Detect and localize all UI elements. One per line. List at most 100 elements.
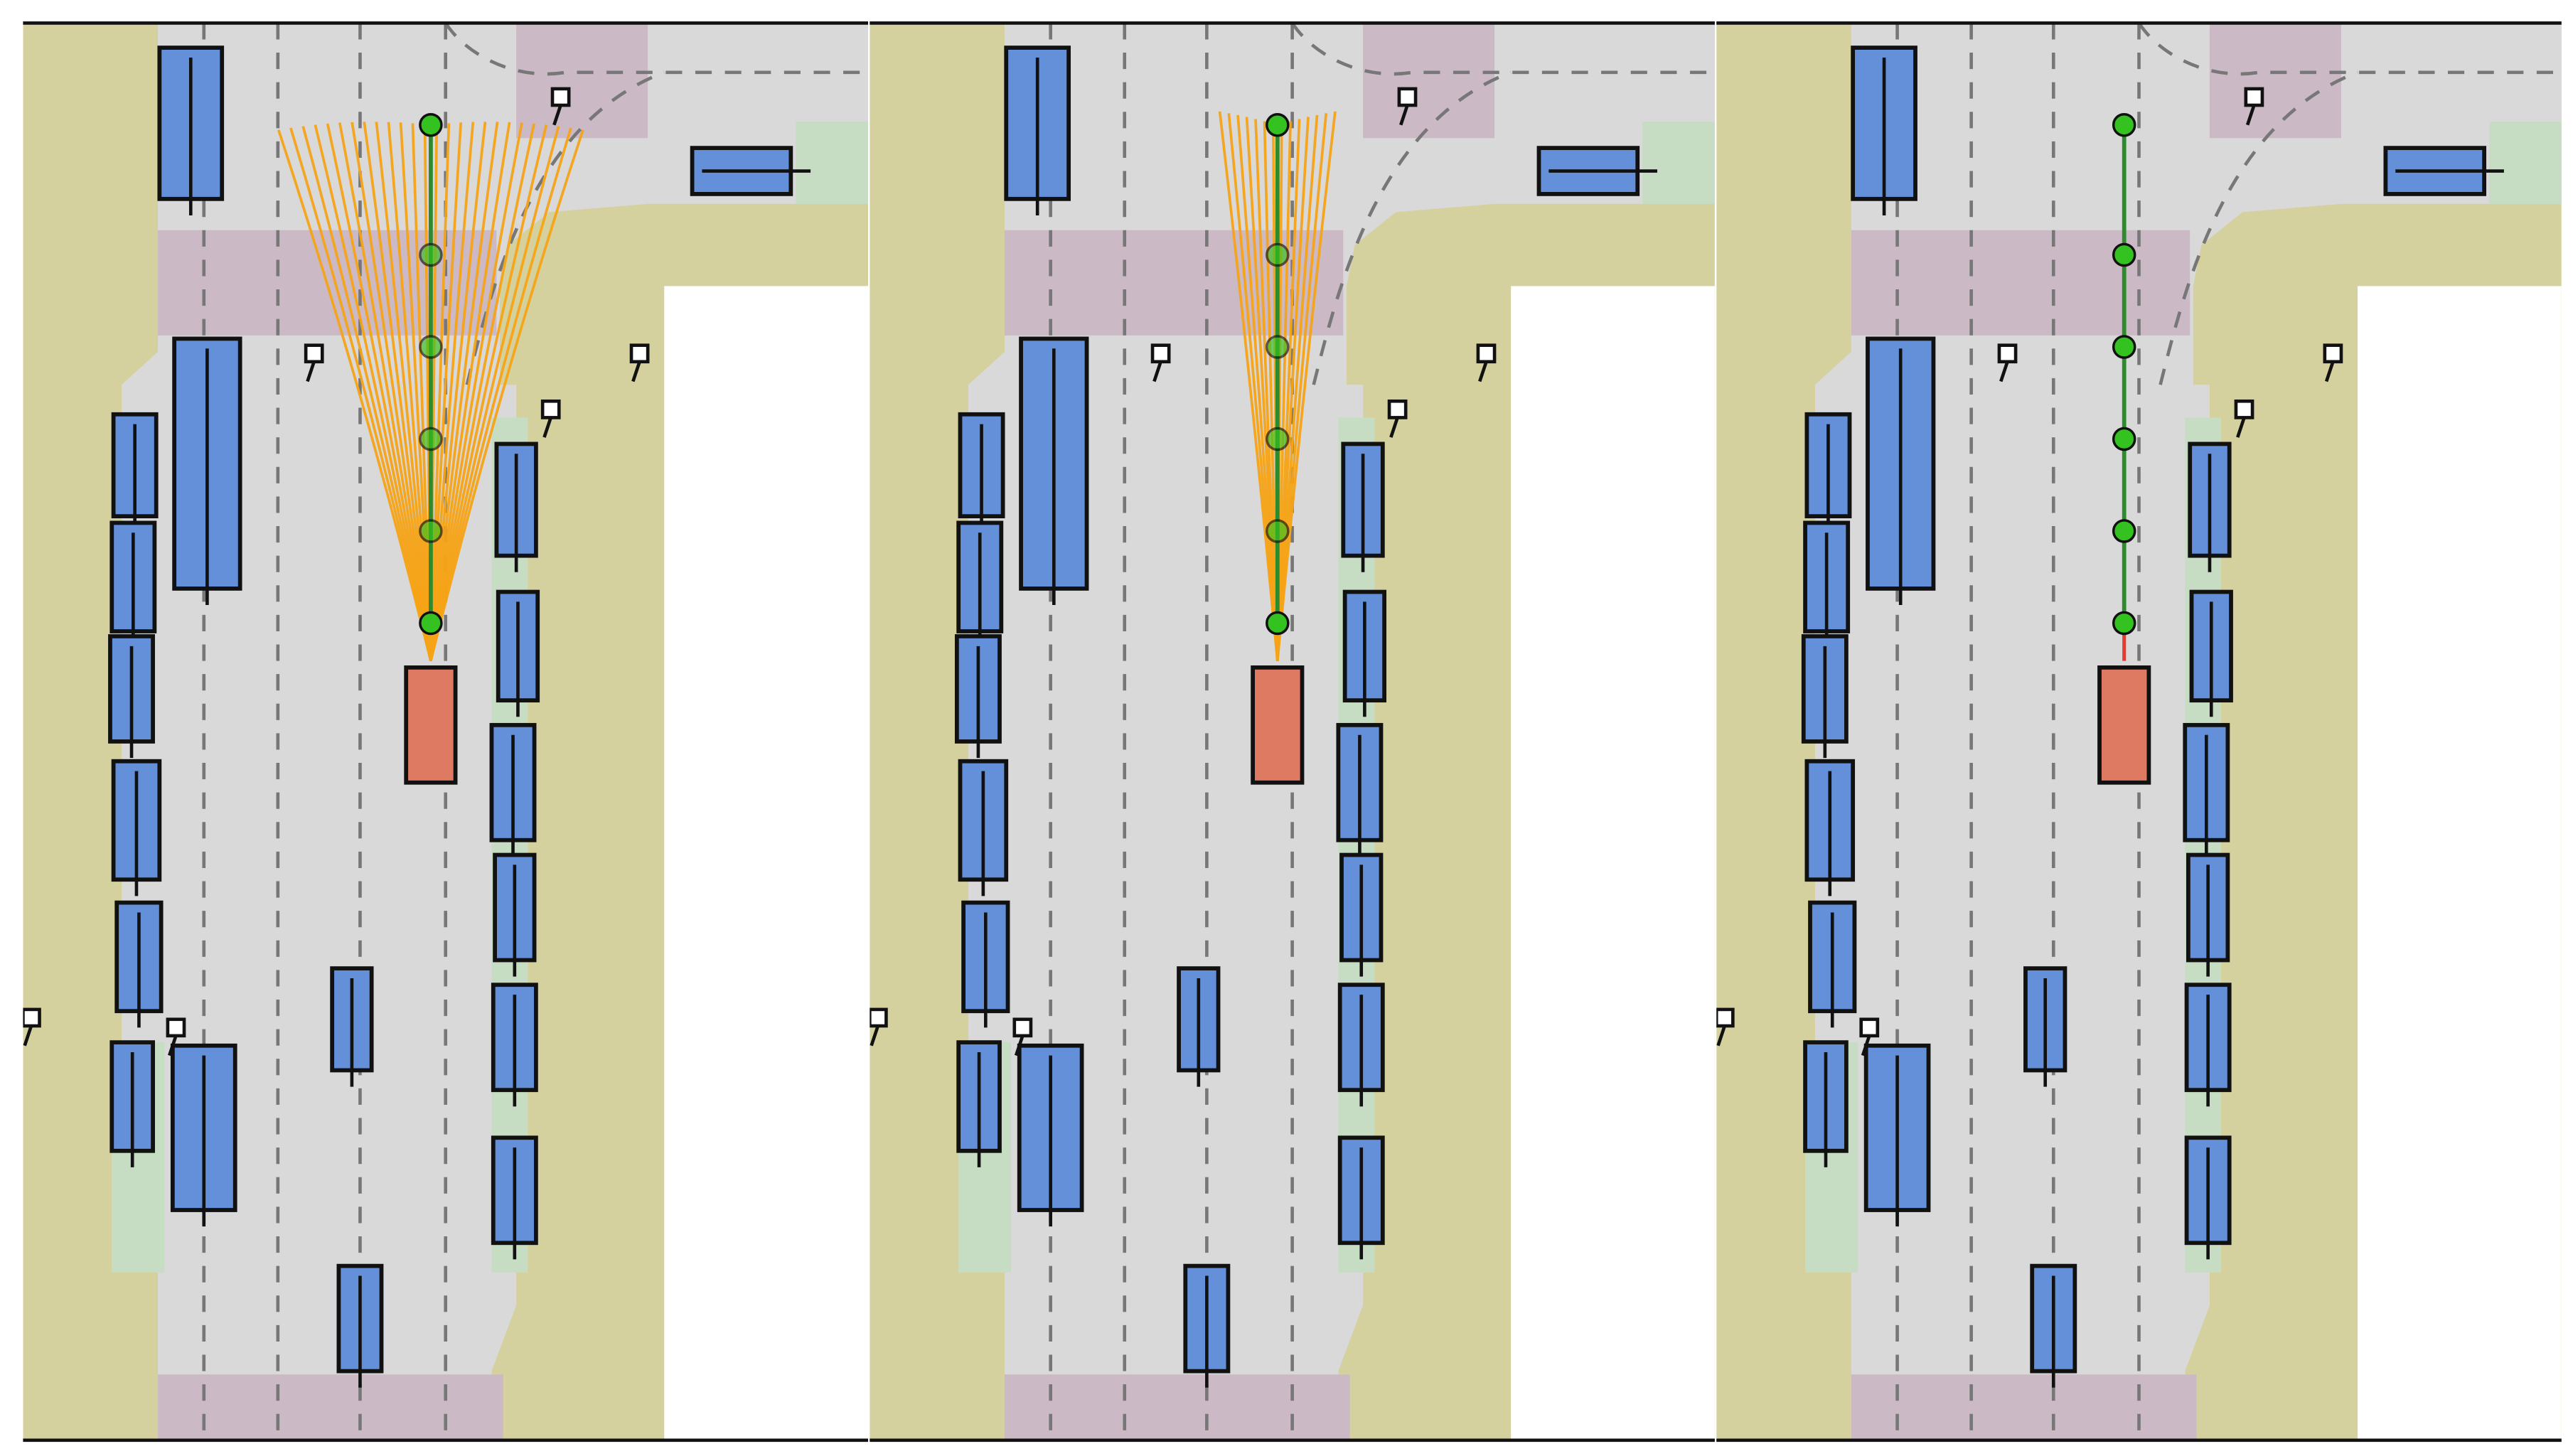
vehicle xyxy=(2383,146,2504,196)
signal-stem xyxy=(1861,1035,1871,1056)
vehicle xyxy=(170,1043,237,1227)
vehicle xyxy=(2184,1135,2232,1260)
signal-head xyxy=(1387,399,1408,419)
vehicle xyxy=(1337,983,1385,1107)
vehicle xyxy=(2184,983,2232,1107)
signal-head xyxy=(1150,343,1171,364)
vehicle xyxy=(1341,441,1385,572)
traffic-signal-icon xyxy=(1856,1447,1873,1456)
signal-head xyxy=(2234,399,2254,419)
signal-stem xyxy=(306,361,316,382)
signal-stem xyxy=(1399,105,1409,126)
signal-head xyxy=(304,343,324,364)
vehicle xyxy=(2188,441,2232,572)
grass-strip-top xyxy=(2489,122,2562,204)
candidate-trajectory xyxy=(429,126,560,662)
waypoint xyxy=(1266,427,1290,451)
signal-stem xyxy=(2324,361,2335,382)
trajectory-group xyxy=(2112,113,2136,661)
candidate-trajectory xyxy=(429,123,451,661)
vehicle xyxy=(1803,1040,1849,1167)
crosswalk-bottom xyxy=(1004,1374,1350,1440)
traffic-signal-icon xyxy=(1397,87,1418,126)
signal-stem xyxy=(23,1025,33,1046)
traffic-signal-icon xyxy=(163,1447,179,1456)
vehicle xyxy=(172,336,242,606)
candidate-trajectory xyxy=(429,123,535,661)
trajectory-group xyxy=(277,113,584,662)
grass-strip-right xyxy=(2185,417,2222,1273)
traffic-signal-icon xyxy=(1010,1447,1026,1456)
candidate-trajectory xyxy=(429,127,572,662)
candidate-trajectory xyxy=(429,122,499,661)
signal-stem xyxy=(1014,1035,1025,1056)
signal-stem xyxy=(1716,1025,1726,1046)
vehicle xyxy=(2183,722,2230,857)
traffic-signal-icon xyxy=(1150,343,1171,382)
vehicle xyxy=(491,1135,538,1260)
candidate-trajectory xyxy=(375,122,432,661)
vehicle xyxy=(1017,1043,1084,1227)
candidate-trajectory xyxy=(429,122,463,661)
candidate-trajectory xyxy=(314,124,432,661)
candidate-trajectory xyxy=(351,122,432,661)
vehicle xyxy=(1804,412,1852,533)
candidate-trajectory xyxy=(399,122,432,661)
traffic-signal-icon xyxy=(1859,1017,1880,1056)
traffic-signal-icon xyxy=(550,87,571,126)
vehicle xyxy=(954,634,1002,759)
crosswalk-corner xyxy=(1363,23,1495,139)
vehicle xyxy=(2189,589,2233,717)
signal-head xyxy=(1856,1447,1873,1456)
grass-strip-right xyxy=(1338,417,1375,1273)
trajectory-group xyxy=(1218,111,1337,661)
vehicle xyxy=(491,983,538,1107)
turn-lane-line xyxy=(1290,23,1715,76)
waypoint xyxy=(1266,335,1290,359)
waypoint xyxy=(419,335,443,359)
waypoint xyxy=(419,427,443,451)
traffic-signal-icon xyxy=(870,1007,888,1046)
traffic-signal-icon xyxy=(1012,1017,1033,1056)
signal-head xyxy=(870,1007,888,1028)
waypoint xyxy=(1266,611,1290,636)
vehicle xyxy=(1337,1135,1385,1260)
vehicle xyxy=(489,722,537,857)
vehicle xyxy=(111,759,162,896)
traffic-signal-icon xyxy=(23,1007,41,1046)
waypoint xyxy=(419,519,443,543)
vehicle xyxy=(336,1263,384,1388)
waypoint xyxy=(2112,335,2136,359)
signal-stem xyxy=(1478,361,1488,382)
vehicle xyxy=(1803,520,1851,648)
traffic-signal-icon xyxy=(1387,399,1408,438)
waypoint xyxy=(419,611,443,636)
signal-head xyxy=(1859,1017,1880,1038)
signal-head xyxy=(550,87,571,107)
signal-stem xyxy=(870,1025,880,1046)
signal-stem xyxy=(1389,417,1399,438)
traffic-signal-icon xyxy=(1716,1007,1735,1046)
ego-vehicle xyxy=(404,665,458,785)
vehicle xyxy=(1804,759,1856,896)
signal-head xyxy=(1476,343,1497,364)
vehicle xyxy=(1536,146,1657,196)
waypoint xyxy=(2112,519,2136,543)
map-panel-left xyxy=(23,21,869,1456)
signal-stem xyxy=(1999,361,2009,382)
vehicle xyxy=(109,1040,155,1167)
building-block xyxy=(2358,286,2562,1440)
turn-lane-line xyxy=(2137,23,2562,76)
traffic-signal-icon xyxy=(166,1017,186,1056)
vehicle xyxy=(157,46,225,215)
ego-vehicle xyxy=(2097,665,2151,785)
signal-head xyxy=(163,1447,179,1456)
vehicle xyxy=(958,759,1009,896)
waypoint xyxy=(2112,427,2136,451)
candidate-trajectory xyxy=(277,129,432,662)
curve-lane-line xyxy=(2159,70,2358,385)
waypoint xyxy=(1266,242,1290,267)
vehicle xyxy=(1801,634,1849,759)
traffic-signal-icon xyxy=(1476,343,1497,382)
signal-head xyxy=(2244,87,2264,107)
